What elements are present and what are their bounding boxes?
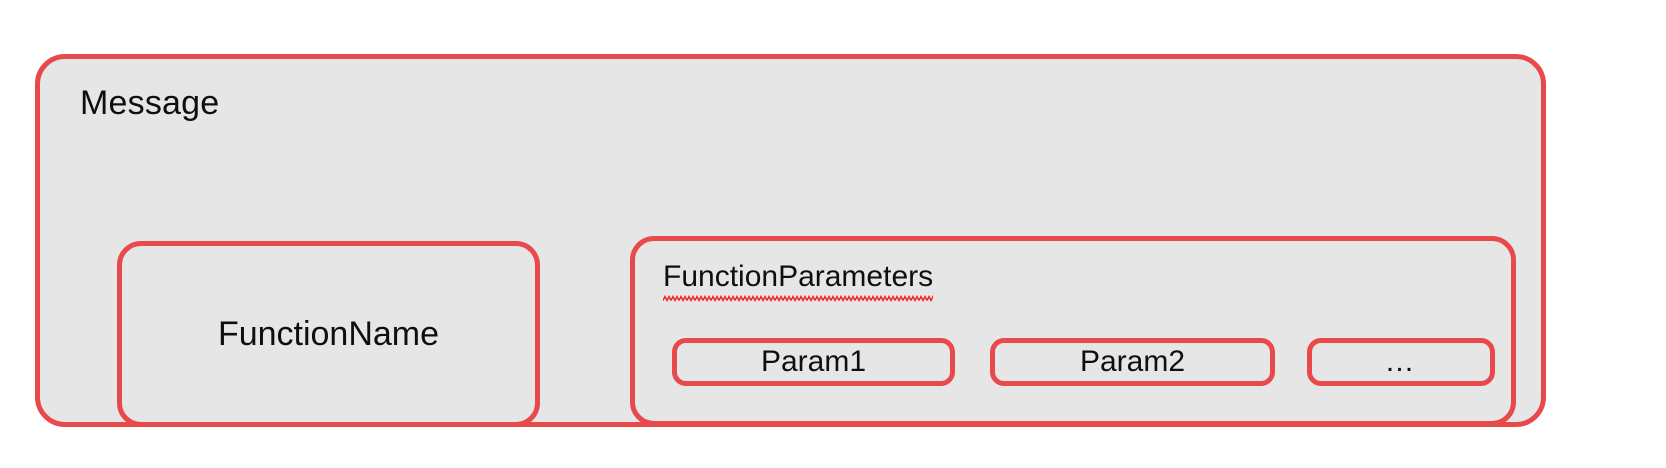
function-name-label: FunctionName	[217, 315, 440, 353]
function-parameters-box[interactable]: FunctionParameters Param1 Param2 …	[630, 236, 1516, 426]
message-label: Message	[80, 84, 220, 122]
param-chip-2-label: Param2	[1079, 345, 1186, 378]
function-parameters-label: FunctionParameters	[663, 259, 934, 302]
param-chip-1[interactable]: Param1	[672, 338, 955, 386]
param-chip-1-label: Param1	[760, 345, 867, 378]
spellcheck-squiggle-underline	[663, 295, 934, 302]
param-chip-ellipsis[interactable]: …	[1307, 338, 1495, 386]
param-chip-ellipsis-label: …	[1384, 345, 1418, 378]
function-parameters-label-text: FunctionParameters	[663, 260, 934, 293]
message-box[interactable]: Message FunctionName FunctionParameters …	[35, 54, 1546, 427]
param-chip-2[interactable]: Param2	[990, 338, 1275, 386]
function-name-box[interactable]: FunctionName	[117, 241, 540, 427]
